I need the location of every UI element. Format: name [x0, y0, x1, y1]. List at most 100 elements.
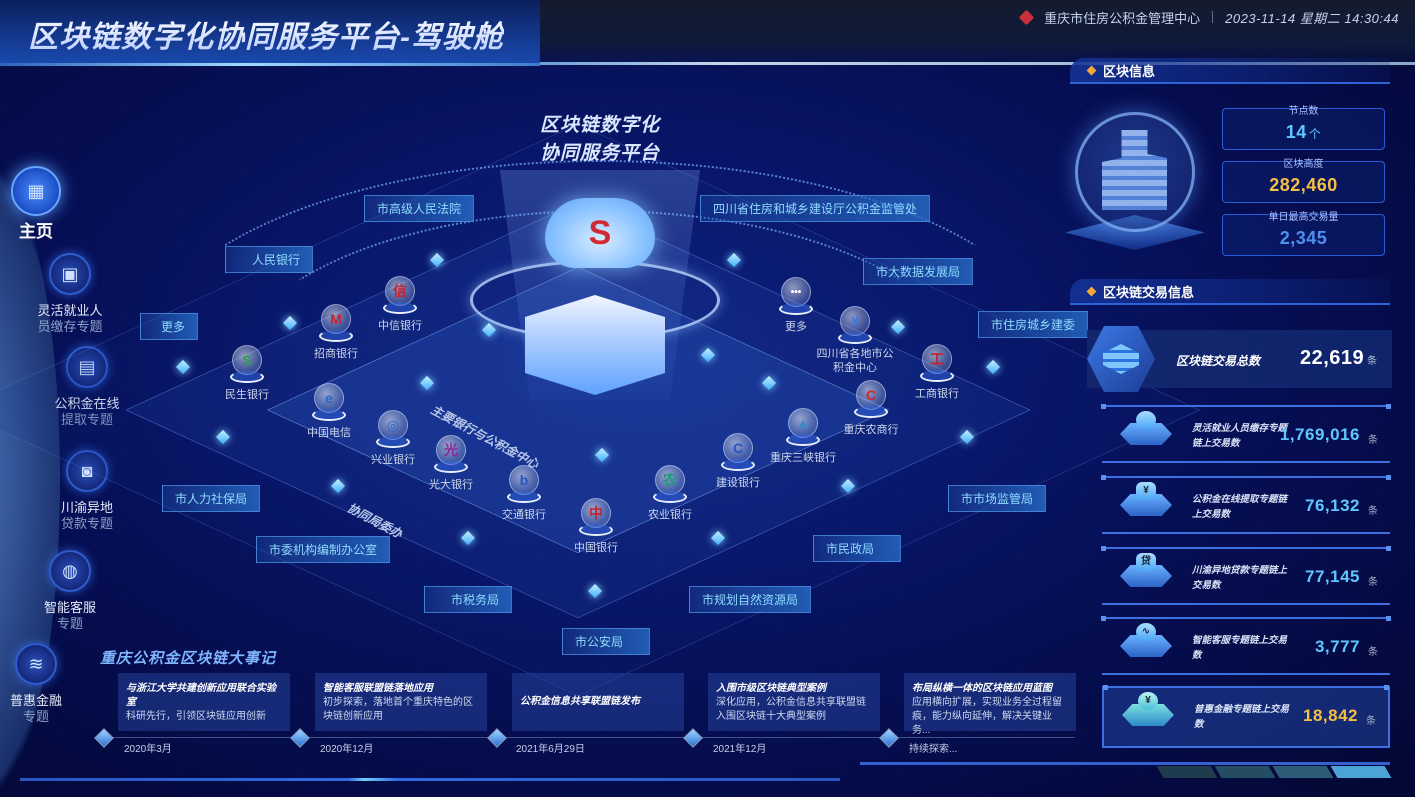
nav-item-smart-service[interactable]: ◍ 智能客服 专题	[20, 550, 120, 632]
nav-sublabel: 贷款专题	[60, 516, 113, 531]
cloud-icon[interactable]: S	[545, 198, 655, 268]
nav-item-flexible-employment[interactable]: ▣ 灵活就业人 员缴存专题	[20, 253, 120, 335]
timeline-event-card[interactable]: 布局纵横一体的区块链应用蓝图 应用横向扩展，实现业务全过程留痕，能力纵向延伸，解…	[904, 673, 1076, 736]
timeline-event-card[interactable]: 与浙江大学共建创新应用联合实验室 科研先行，引领区块链应用创新	[118, 673, 290, 731]
page-indicator-segment[interactable]	[1272, 766, 1334, 778]
org-label-market-regulation[interactable]: 市市场监管局	[948, 485, 1047, 512]
org-label-big-data-bureau[interactable]: 市大数据发展局	[863, 258, 974, 285]
timeline-event-card[interactable]: 入围市级区块链典型案例 深化应用，公积金信息共享联盟链入围区块链十大典型案例	[708, 673, 880, 731]
bank-pedestal	[579, 524, 613, 536]
everbright-logo-icon: 光	[436, 435, 466, 465]
orbit-arc	[140, 160, 1060, 560]
org-label-peoples-bank[interactable]: 人民银行	[225, 246, 313, 273]
event-date: 2021年6月29日	[516, 744, 585, 755]
stat-value: 14	[1285, 122, 1307, 142]
bank-pedestal	[383, 302, 417, 314]
stat-label: 单日最高交易量	[1268, 212, 1339, 223]
tx-row-remote-loan[interactable]: 贷 川渝异地贷款专题链上交易数 77,145 条	[1101, 546, 1391, 605]
nav-item-remote-loan[interactable]: ◙ 川渝异地 贷款专题	[37, 450, 137, 532]
tx-row-value: 3,777	[1314, 637, 1360, 656]
org-label-civil-affairs[interactable]: 市民政局	[813, 535, 901, 562]
org-label-hr-social-security[interactable]: 市人力社保局	[162, 485, 261, 512]
header-info: 重庆市住房公积金管理中心 2023-11-14 星期二 14:30:44	[1018, 8, 1399, 26]
citic-logo-icon: 信	[385, 276, 415, 306]
org-label-housing-commission[interactable]: 市住房城乡建委	[978, 311, 1089, 338]
bank-bocom[interactable]: b 交通银行	[489, 465, 559, 522]
bank-boc[interactable]: 中 中国银行	[561, 498, 631, 555]
bank-name: 建设银行	[716, 477, 760, 489]
stat-block-height: 区块高度 282,460	[1222, 159, 1385, 203]
stat-value: 2,345	[1279, 228, 1328, 248]
ballot-box-icon: ▣	[49, 253, 91, 295]
bank-cmb[interactable]: M 招商银行	[301, 304, 371, 361]
header: 区块链数字化协同服务平台-驾驶舱 重庆市住房公积金管理中心 2023-11-14…	[0, 0, 1415, 70]
bank-pedestal	[319, 330, 353, 342]
bank-pedestal	[376, 436, 410, 448]
org-label-tax-bureau[interactable]: 市税务局	[424, 586, 512, 613]
bank-three-gorges[interactable]: ▲ 重庆三峡银行	[768, 408, 838, 465]
timeline-event-card[interactable]: 智能客服联盟链落地应用 初步探索，落地首个重庆特色的区块链创新应用	[315, 673, 487, 731]
coin-stack-icon: ≋	[15, 643, 57, 685]
tx-row-smart-service[interactable]: ∿ 智能客服专题链上交易数 3,777 条	[1101, 616, 1391, 675]
page-indicator-segment[interactable]	[1330, 766, 1392, 778]
bank-name: 光大银行	[429, 479, 473, 491]
bank-cq-rural-commercial[interactable]: C 重庆农商行	[836, 380, 906, 437]
pedestal-icon	[1120, 494, 1172, 516]
bank-name: 四川省各地市公积金中心	[816, 348, 894, 374]
bank-industrial[interactable]: ◎ 兴业银行	[358, 410, 428, 467]
bank-abc[interactable]: 农 农业银行	[635, 465, 705, 522]
page-indicator-segment[interactable]	[1214, 766, 1276, 778]
pedestal-icon	[1122, 704, 1174, 726]
tx-row-inclusive-finance[interactable]: ¥ 普惠金融专题链上交易数 18,842 条	[1102, 685, 1390, 748]
org-label-org-establishment[interactable]: 市委机构编制办公室	[256, 536, 391, 563]
home-building-icon: ▦	[11, 166, 61, 216]
nav-item-home[interactable]: ▦ 主页	[0, 166, 86, 240]
bank-name: 中国银行	[574, 542, 618, 554]
nav-label: 智能客服	[43, 600, 96, 615]
current-datetime: 2023-11-14 星期二 14:30:44	[1225, 10, 1399, 26]
org-label-high-court[interactable]: 市高级人民法院	[364, 195, 475, 222]
bank-name: 民生银行	[225, 389, 269, 401]
timeline-event-card[interactable]: 公积金信息共享联盟链发布	[512, 673, 684, 731]
tx-total-label: 区块链交易总数	[1176, 354, 1261, 368]
page-indicator[interactable]	[1156, 766, 1392, 778]
platform-title-line2: 协同服务平台	[539, 143, 660, 164]
org-label-sichuan-housing[interactable]: 四川省住房和城乡建设厅公积金监管处	[700, 195, 931, 222]
nav-item-inclusive-finance[interactable]: ≋ 普惠金融 专题	[0, 643, 86, 725]
bank-everbright[interactable]: 光 光大银行	[416, 435, 486, 492]
bank-minsheng[interactable]: S 民生银行	[212, 345, 282, 402]
org-label-planning-resources[interactable]: 市规划自然资源局	[689, 586, 812, 613]
tx-row-online-withdrawal[interactable]: ¥ 公积金在线提取专题链上交易数 76,132 条	[1101, 475, 1391, 534]
bank-more[interactable]: ••• 更多	[761, 277, 831, 334]
title-bar: 区块链数字化协同服务平台-驾驶舱	[0, 0, 540, 66]
tx-row-label: 公积金在线提取专题链上交易数	[1192, 494, 1288, 520]
money-stack-icon: ▤	[66, 346, 108, 388]
bank-china-telecom[interactable]: e 中国电信	[294, 383, 364, 440]
bank-pedestal	[507, 491, 541, 503]
tx-total-unit: 条	[1367, 356, 1378, 367]
timeline-axis	[105, 737, 1075, 738]
event-desc: 初步探索，落地首个重庆特色的区块链创新应用	[323, 697, 473, 722]
bank-name: 农业银行	[648, 509, 692, 521]
nav-item-online-withdrawal[interactable]: ▤ 公积金在线 提取专题	[37, 346, 137, 428]
org-label-more[interactable]: 更多	[140, 313, 198, 340]
person-icon	[1136, 411, 1156, 429]
bank-citic[interactable]: 信 中信银行	[365, 276, 435, 333]
org-label-public-security[interactable]: 市公安局	[562, 628, 650, 655]
event-title: 布局纵横一体的区块链应用蓝图	[912, 683, 1052, 694]
layers-icon	[1087, 326, 1155, 392]
tx-row-label: 灵活就业人员缴存专题链上交易数	[1192, 423, 1288, 449]
tx-row-flexible-employment[interactable]: 灵活就业人员缴存专题链上交易数 1,769,016 条	[1101, 404, 1391, 463]
bank-ccb[interactable]: C 建设银行	[703, 433, 773, 490]
wallet-icon: ◙	[66, 450, 108, 492]
platform-title-line1: 区块链数字化	[539, 115, 660, 136]
block-info-header: 区块信息	[1070, 58, 1390, 84]
tx-info-header: 区块链交易信息	[1070, 279, 1390, 305]
event-desc: 应用横向扩展，实现业务全过程留痕，能力纵向延伸，解决关键业务...	[912, 697, 1062, 736]
bank-name: 中信银行	[378, 320, 422, 332]
bank-icbc[interactable]: 工 工商银行	[902, 344, 972, 401]
bank-sichuan-centers[interactable]: ¥ 四川省各地市公积金中心	[815, 306, 895, 375]
page-indicator-segment[interactable]	[1156, 766, 1218, 778]
tx-row-value: 1,769,016	[1279, 425, 1360, 444]
